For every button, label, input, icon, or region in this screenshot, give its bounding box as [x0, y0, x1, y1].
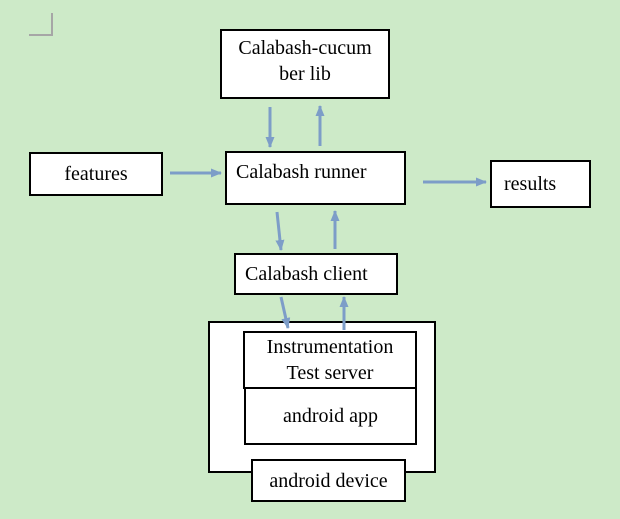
- node-label: Calabash runner: [236, 161, 367, 183]
- node-label: Instrumentation Test server: [266, 336, 394, 384]
- node-calabash-runner: Calabash runner: [225, 151, 406, 205]
- arrow-runner-to-client: [275, 211, 285, 251]
- node-label: Calabash client: [245, 263, 368, 285]
- node-label: features: [64, 163, 128, 185]
- node-label: android app: [283, 405, 378, 427]
- page-corner-mark: [29, 13, 53, 36]
- node-label: Calabash-cucum ber lib: [238, 37, 372, 85]
- node-instrumentation-test-server: Instrumentation Test server: [243, 331, 417, 389]
- node-calabash-client: Calabash client: [234, 253, 398, 295]
- node-results: results: [490, 160, 591, 208]
- node-android-device: android device: [251, 459, 406, 502]
- node-calabash-cucumber-lib: Calabash-cucum ber lib: [220, 29, 390, 99]
- node-label: results: [504, 173, 557, 195]
- node-android-app: android app: [244, 387, 417, 445]
- node-label: android device: [269, 469, 388, 492]
- node-features: features: [29, 152, 163, 196]
